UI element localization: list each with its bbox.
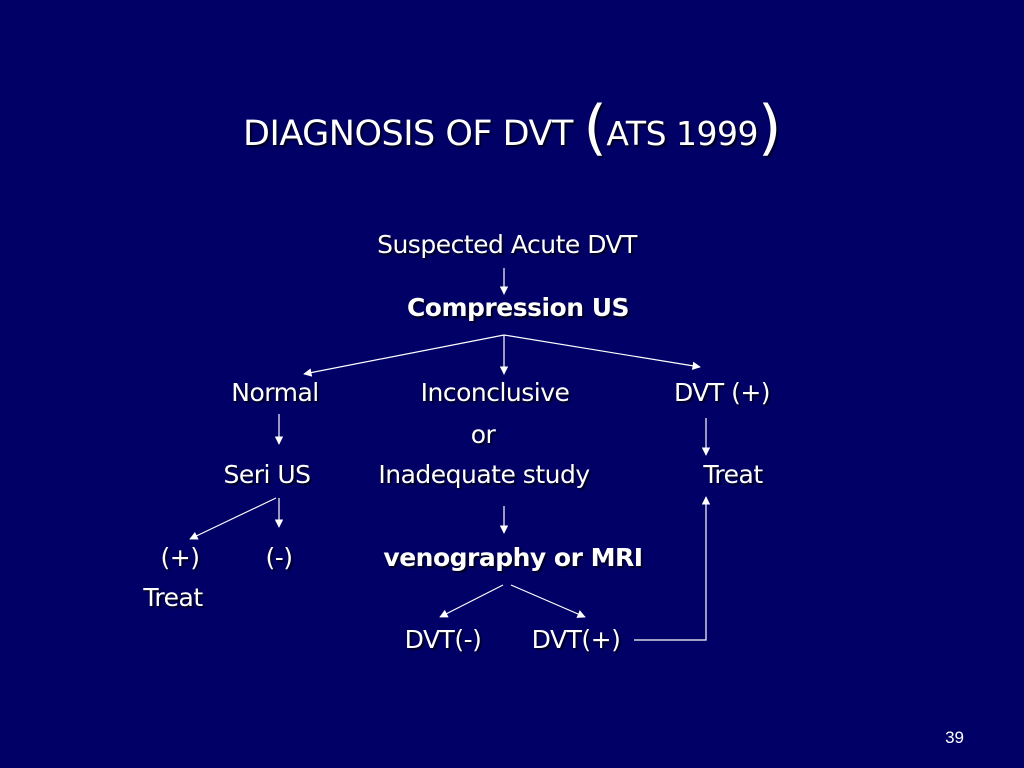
node-inconclusive: Inconclusive	[420, 378, 570, 407]
node-minus: (-)	[265, 543, 293, 572]
arrow-seri-us-to-plus	[189, 497, 277, 540]
node-plus: (+)	[160, 543, 200, 572]
node-dvt-neg-result: DVT(-)	[404, 625, 482, 654]
node-seri-us: Seri US	[223, 460, 311, 489]
arrow-compression-to-dvt-pos	[503, 334, 701, 370]
node-treat-left: Treat	[143, 583, 203, 612]
node-venography: venography or MRI	[383, 543, 643, 572]
arrow-venography-to-dvt-neg	[439, 584, 504, 618]
node-treat-right: Treat	[703, 460, 763, 489]
arrow-venography-to-dvt-pos	[510, 584, 586, 618]
page-number: 39	[945, 728, 964, 747]
title-close-paren: )	[758, 93, 781, 163]
node-compression-us: Compression US	[406, 293, 630, 322]
title-open-paren: (	[583, 93, 607, 163]
node-suspected: Suspected Acute DVT	[377, 230, 637, 259]
title-sub: ATS 1999	[606, 114, 759, 153]
node-normal: Normal	[231, 378, 319, 407]
node-or: or	[470, 420, 496, 449]
node-inadequate: Inadequate study	[378, 460, 590, 489]
slide-title: DIAGNOSIS OF DVT (ATS 1999)	[0, 88, 1024, 174]
arrow-dvt-pos-result-to-treat	[634, 496, 711, 641]
title-main: DIAGNOSIS OF DVT	[243, 114, 573, 154]
node-dvt-pos: DVT (+)	[673, 378, 771, 407]
arrow-compression-to-normal	[303, 334, 505, 377]
node-dvt-pos-result: DVT(+)	[531, 625, 621, 654]
